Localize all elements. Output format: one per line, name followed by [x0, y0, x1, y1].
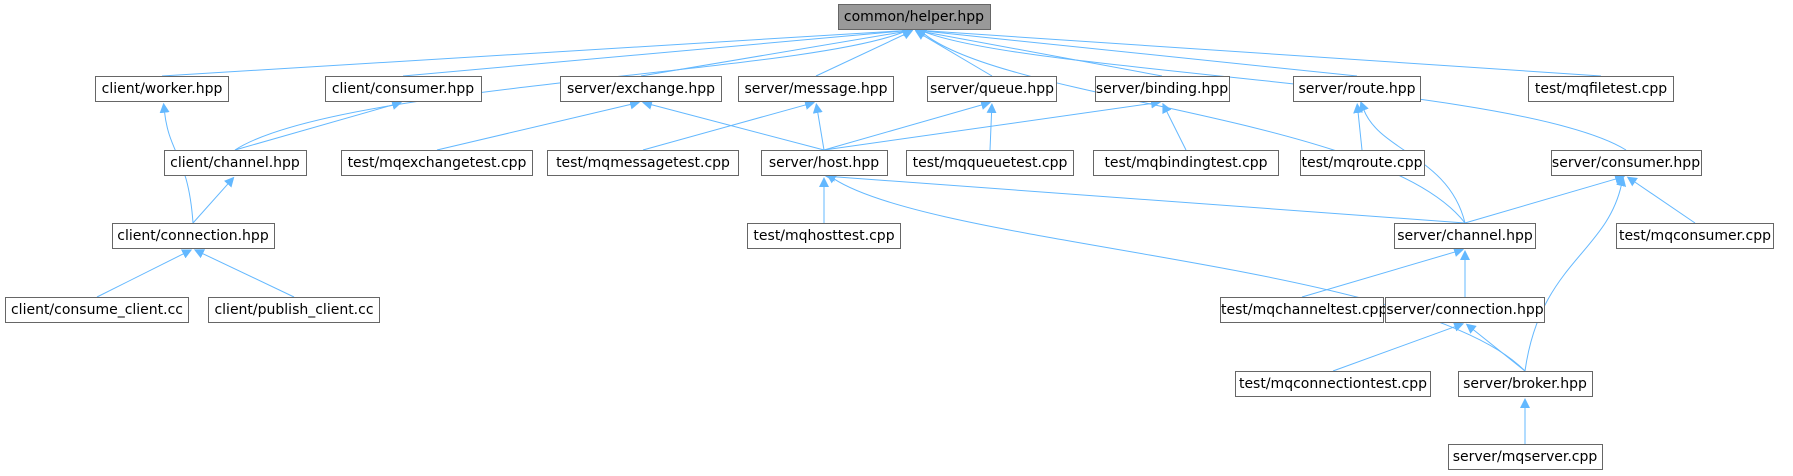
edge-server-host-to-server-exchange: [641, 99, 825, 151]
edge-server-broker-to-server-host: [826, 173, 1526, 372]
node-helper: common/helper.hpp: [837, 4, 991, 30]
node-server-queue[interactable]: server/queue.hpp: [927, 76, 1057, 102]
edge-server-channel-to-helper: [916, 27, 1466, 224]
edge-server-host-to-server-message: [812, 102, 825, 151]
edge-server-route-to-helper: [914, 26, 1358, 77]
node-server-exchange[interactable]: server/exchange.hpp: [560, 76, 722, 102]
node-test-mqfiletest[interactable]: test/mqfiletest.cpp: [1528, 76, 1674, 102]
node-test-mqconsumer[interactable]: test/mqconsumer.cpp: [1616, 223, 1774, 249]
node-test-mqconnectiontest[interactable]: test/mqconnectiontest.cpp: [1235, 371, 1431, 397]
node-client-worker[interactable]: client/worker.hpp: [95, 76, 229, 102]
edge-test-mqbindingtest-to-server-binding: [1162, 102, 1187, 151]
node-test-mqbindingtest[interactable]: test/mqbindingtest.cpp: [1093, 150, 1279, 176]
edge-server-channel-to-server-consumer: [1464, 174, 1626, 224]
edge-test-mqroute-to-server-route: [1353, 102, 1364, 151]
node-client-consume-client[interactable]: client/consume_client.cc: [5, 297, 189, 323]
node-server-mqserver[interactable]: server/mqserver.cpp: [1447, 444, 1603, 470]
edge-test-mqexchangetest-to-server-exchange: [436, 99, 641, 151]
node-test-mqmessagetest[interactable]: test/mqmessagetest.cpp: [547, 150, 739, 176]
node-client-connection[interactable]: client/connection.hpp: [111, 223, 275, 249]
edge-test-mqmessagetest-to-server-message: [642, 100, 816, 151]
edge-server-consumer-to-helper: [915, 27, 1627, 151]
edge-server-host-to-server-queue: [823, 100, 992, 151]
edge-test-mqconsumer-to-server-consumer: [1626, 176, 1696, 224]
edge-client-worker-to-helper: [161, 25, 914, 77]
node-server-host[interactable]: server/host.hpp: [760, 150, 888, 176]
node-test-mqexchangetest[interactable]: test/mqexchangetest.cpp: [341, 150, 533, 176]
edge-test-mqqueuetest-to-server-queue: [986, 102, 997, 151]
edge-test-mqchanneltest-to-server-channel: [1301, 247, 1465, 298]
edge-server-channel-to-server-host: [824, 171, 1466, 224]
edge-client-publish-client-to-client-connection: [193, 249, 295, 298]
node-test-mqqueuetest[interactable]: test/mqqueuetest.cpp: [906, 150, 1074, 176]
node-test-mqhosttest[interactable]: test/mqhosttest.cpp: [747, 223, 901, 249]
edge-client-connection-to-client-channel: [192, 176, 235, 224]
node-server-message[interactable]: server/message.hpp: [738, 76, 894, 102]
node-server-route[interactable]: server/route.hpp: [1293, 76, 1421, 102]
node-server-broker[interactable]: server/broker.hpp: [1457, 371, 1593, 397]
edge-client-channel-to-client-consumer: [234, 100, 403, 151]
edge-client-consume-client-to-client-connection: [96, 249, 193, 298]
node-server-binding[interactable]: server/binding.hpp: [1094, 76, 1230, 102]
edge-server-broker-to-server-connection: [1465, 323, 1526, 372]
node-client-channel[interactable]: client/channel.hpp: [163, 150, 307, 176]
node-client-publish-client[interactable]: client/publish_client.cc: [208, 297, 380, 323]
edge-server-message-to-helper: [815, 30, 914, 77]
node-test-mqroute[interactable]: test/mqroute.cpp: [1299, 150, 1425, 176]
node-server-consumer[interactable]: server/consumer.hpp: [1550, 150, 1702, 176]
edge-server-broker-to-server-consumer: [1524, 176, 1627, 372]
edge-test-mqfiletest-to-helper: [914, 25, 1602, 77]
edge-server-host-to-server-binding: [823, 98, 1162, 151]
node-server-connection[interactable]: server/connection.hpp: [1385, 297, 1545, 323]
edge-server-binding-to-helper: [914, 27, 1163, 77]
node-client-consumer[interactable]: client/consumer.hpp: [324, 76, 482, 102]
edge-client-consumer-to-helper: [402, 26, 914, 77]
edge-server-queue-to-helper: [914, 30, 993, 77]
node-server-channel[interactable]: server/channel.hpp: [1394, 223, 1536, 249]
node-test-mqchanneltest[interactable]: test/mqchanneltest.cpp: [1220, 297, 1387, 323]
edge-test-mqconnectiontest-to-server-connection: [1332, 322, 1465, 372]
